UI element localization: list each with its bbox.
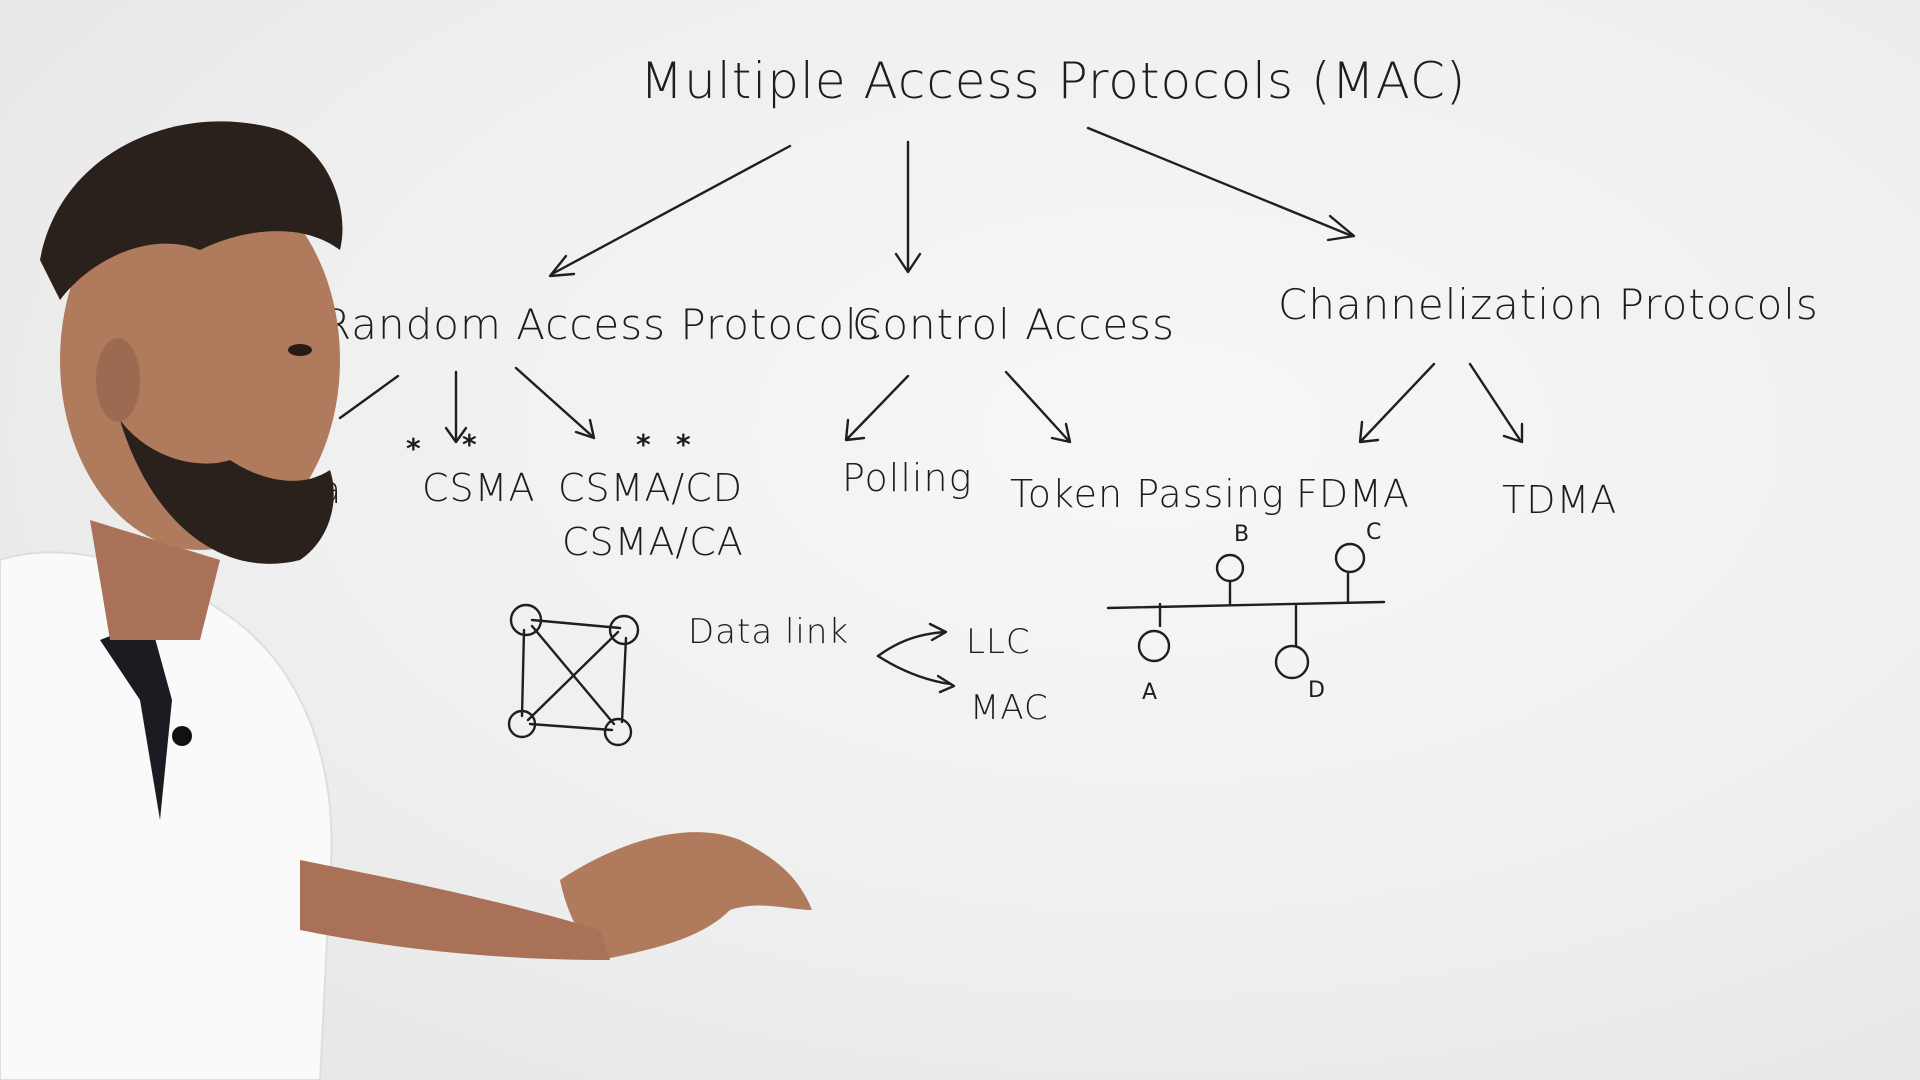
presenter-hair xyxy=(40,121,343,300)
arrow-control-to-polling xyxy=(844,374,910,442)
protocol-fdma: FDMA xyxy=(1296,472,1410,516)
arrow-title-to-random xyxy=(548,144,792,278)
presenter-neck xyxy=(90,520,220,640)
bus-node-a xyxy=(1137,629,1171,663)
star-mark-3: * xyxy=(636,428,652,461)
protocol-token-passing: Token Passing xyxy=(1010,472,1285,516)
category-channelization: Channelization Protocols xyxy=(1278,280,1819,329)
bus-node-c xyxy=(1334,542,1366,574)
presenter-head xyxy=(60,170,340,550)
star-mark-1: * xyxy=(406,432,422,465)
star-mark-4: * xyxy=(676,428,692,461)
presenter-arm xyxy=(300,860,610,960)
presenter-collar xyxy=(100,620,172,820)
mesh-node-3 xyxy=(507,709,537,739)
protocol-tdma: TDMA xyxy=(1502,478,1618,522)
arrow-channel-to-fdma xyxy=(1358,362,1436,444)
bus-node-label-b: B xyxy=(1234,522,1251,547)
protocol-polling: Polling xyxy=(842,456,973,500)
mesh-node-2 xyxy=(608,614,640,646)
diagram-title: Multiple Access Protocols (MAC) xyxy=(640,52,1467,110)
protocol-csma-ca: CSMA/CA xyxy=(562,520,744,564)
arrow-random-to-csma-cd xyxy=(514,366,596,440)
mesh-topology xyxy=(507,603,640,747)
arrow-title-to-control xyxy=(894,140,922,274)
bus-node-label-a: A xyxy=(1142,680,1159,705)
protocol-csma: CSMA xyxy=(422,466,536,510)
arrow-random-to-csma xyxy=(444,370,468,444)
presenter-shirt xyxy=(0,551,333,1080)
presenter-ear xyxy=(96,338,140,422)
bus-node-label-d: D xyxy=(1308,678,1326,703)
mesh-node-1 xyxy=(509,603,543,637)
bus-node-b xyxy=(1215,553,1245,583)
arrow-datalink-to-llc xyxy=(876,622,948,658)
bus-node-label-c: C xyxy=(1366,520,1383,545)
bus-node-d xyxy=(1274,644,1310,680)
arrow-datalink-to-mac xyxy=(876,654,956,694)
arrow-channel-to-tdma xyxy=(1468,362,1524,444)
presenter-eye xyxy=(288,344,312,356)
datalink-label: Data link xyxy=(688,612,850,652)
arrow-random-to-aloha xyxy=(338,374,400,420)
arrow-title-to-channel xyxy=(1086,126,1356,242)
arrow-control-to-token xyxy=(1004,370,1072,444)
mesh-node-4 xyxy=(603,717,633,747)
star-mark-2: * xyxy=(462,428,478,461)
datalink-mac: MAC xyxy=(970,688,1049,728)
bus-backbone xyxy=(1106,600,1386,610)
category-control-access: Control Access xyxy=(852,300,1175,349)
lapel-microphone xyxy=(172,726,192,746)
protocol-csma-cd: CSMA/CD xyxy=(558,466,744,510)
bus-topology xyxy=(1106,542,1386,680)
presenter-beard xyxy=(120,420,334,564)
category-random-access: Random Access Protocols xyxy=(322,300,881,349)
datalink-llc: LLC xyxy=(966,622,1031,662)
presenter-hand xyxy=(560,832,812,960)
